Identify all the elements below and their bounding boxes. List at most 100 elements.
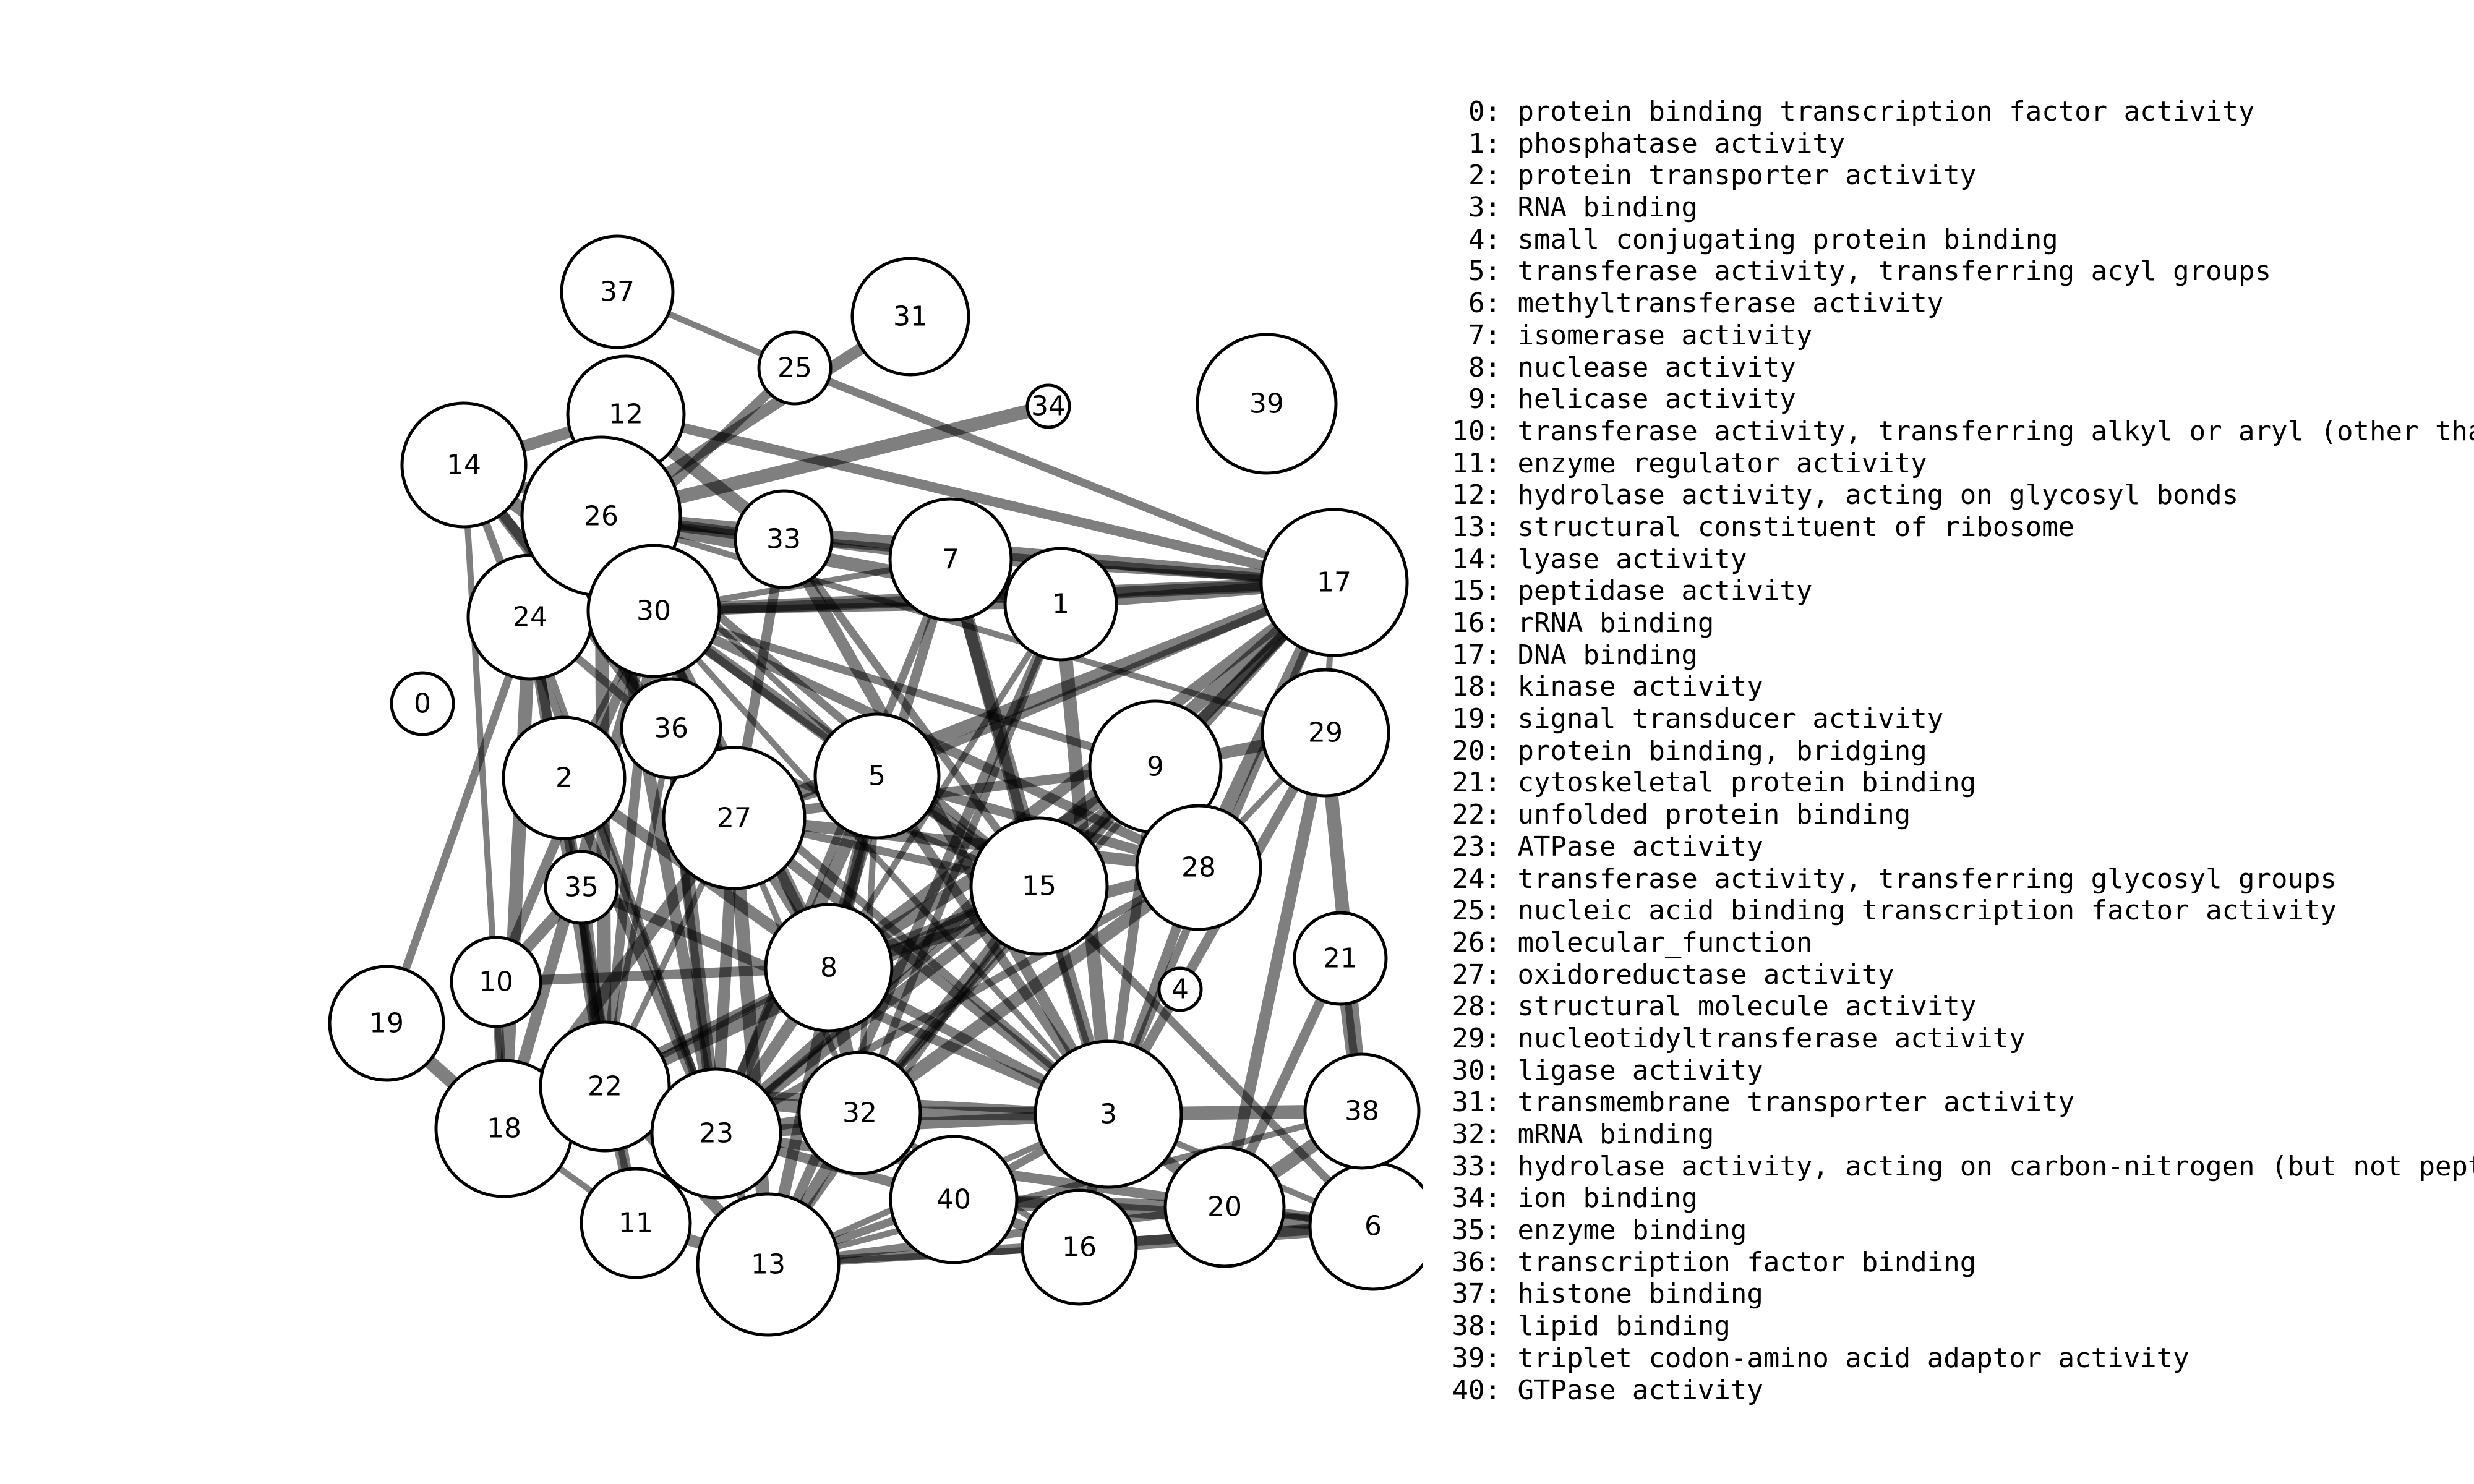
node-22: 22 bbox=[539, 1020, 671, 1153]
legend-number: 23: bbox=[1452, 830, 1501, 863]
node-label-13: 13 bbox=[751, 1249, 785, 1281]
legend-number: 40: bbox=[1452, 1374, 1501, 1406]
legend-item-7: 7: isomerase activity bbox=[1423, 320, 2474, 352]
legend-item-12: 12: hydrolase activity, acting on glycos… bbox=[1423, 479, 2474, 511]
network-graph: 0123456789101112131415161718192021222324… bbox=[328, 234, 1423, 1337]
node-label-17: 17 bbox=[1317, 567, 1351, 599]
node-label-25: 25 bbox=[777, 352, 812, 384]
node-15: 15 bbox=[969, 816, 1109, 956]
node-19: 19 bbox=[328, 965, 445, 1082]
legend-number: 31: bbox=[1452, 1086, 1501, 1119]
legend-label: lyase activity bbox=[1501, 543, 1747, 575]
legend-item-23: 23: ATPase activity bbox=[1423, 831, 2474, 863]
node-label-0: 0 bbox=[414, 688, 431, 720]
legend-label: nucleic acid binding transcription facto… bbox=[1501, 895, 2337, 927]
legend-label: helicase activity bbox=[1501, 383, 1796, 416]
node-label-24: 24 bbox=[513, 602, 547, 633]
node-9: 9 bbox=[1088, 699, 1223, 834]
legend-number: 29: bbox=[1452, 1022, 1501, 1054]
legend-label: transmembrane transporter activity bbox=[1501, 1086, 2075, 1119]
legend-number: 35: bbox=[1452, 1214, 1501, 1247]
node-label-5: 5 bbox=[868, 761, 886, 792]
node-38: 38 bbox=[1303, 1052, 1421, 1170]
node-28: 28 bbox=[1135, 804, 1262, 931]
node-label-27: 27 bbox=[717, 803, 751, 834]
node-37: 37 bbox=[560, 234, 675, 349]
legend-item-1: 1: phosphatase activity bbox=[1423, 128, 2474, 160]
node-circle-15 bbox=[969, 816, 1109, 956]
node-40: 40 bbox=[889, 1135, 1019, 1264]
legend-number: 32: bbox=[1452, 1119, 1501, 1150]
legend-label: hydrolase activity, acting on carbon-nit… bbox=[1517, 1150, 2474, 1182]
legend-number: 5: bbox=[1468, 255, 1501, 288]
legend-number: 38: bbox=[1452, 1310, 1501, 1342]
legend-label: peptidase activity bbox=[1501, 575, 1813, 607]
legend-label: DNA binding bbox=[1501, 639, 1698, 671]
legend-number: 17: bbox=[1452, 639, 1501, 671]
legend-label: RNA binding bbox=[1501, 192, 1698, 224]
legend-item-39: 39: triplet codon-amino acid adaptor act… bbox=[1423, 1342, 2474, 1375]
legend-number: 16: bbox=[1452, 607, 1501, 639]
legend-item-21: 21: cytoskeletal protein binding bbox=[1423, 767, 2474, 799]
node-1: 1 bbox=[1003, 547, 1118, 662]
node-label-35: 35 bbox=[564, 872, 599, 903]
node-39: 39 bbox=[1196, 333, 1338, 475]
legend-item-16: 16: rRNA binding bbox=[1423, 607, 2474, 639]
node-circle-29 bbox=[1261, 668, 1390, 798]
legend-label: nuclease activity bbox=[1501, 351, 1796, 383]
node-8: 8 bbox=[764, 903, 894, 1033]
legend-item-24: 24: transferase activity, transferring g… bbox=[1423, 863, 2474, 895]
node-circle-8 bbox=[764, 903, 894, 1033]
node-label-34: 34 bbox=[1031, 391, 1066, 422]
legend-item-40: 40: GTPase activity bbox=[1423, 1375, 2474, 1407]
node-27: 27 bbox=[662, 746, 807, 890]
node-label-38: 38 bbox=[1345, 1096, 1379, 1127]
legend-number: 22: bbox=[1452, 799, 1501, 831]
legend-label: protein binding transcription factor act… bbox=[1501, 96, 2255, 127]
legend-number: 28: bbox=[1452, 991, 1501, 1023]
legend-number: 2: bbox=[1468, 160, 1501, 192]
node-label-14: 14 bbox=[447, 450, 481, 481]
legend-number: 8: bbox=[1468, 351, 1501, 383]
node-label-37: 37 bbox=[600, 276, 635, 308]
legend-item-6: 6: methyltransferase activity bbox=[1423, 288, 2474, 320]
edge-12-17 bbox=[621, 409, 1339, 587]
node-17: 17 bbox=[1259, 508, 1409, 657]
node-label-1: 1 bbox=[1052, 589, 1069, 620]
legend-item-19: 19: signal transducer activity bbox=[1423, 703, 2474, 735]
node-label-30: 30 bbox=[636, 595, 671, 627]
node-label-19: 19 bbox=[369, 1008, 404, 1039]
node-3: 3 bbox=[1034, 1039, 1183, 1189]
node-label-12: 12 bbox=[609, 399, 643, 430]
legend-item-36: 36: transcription factor binding bbox=[1423, 1247, 2474, 1279]
legend-item-0: 0: protein binding transcription factor … bbox=[1423, 96, 2474, 128]
edge-24-3 bbox=[526, 613, 1113, 1119]
legend-number: 20: bbox=[1452, 735, 1501, 767]
node-circle-39 bbox=[1196, 333, 1338, 475]
node-label-6: 6 bbox=[1364, 1211, 1382, 1242]
legend-item-27: 27: oxidoreductase activity bbox=[1423, 959, 2474, 991]
node-label-9: 9 bbox=[1147, 751, 1164, 783]
legend-label: rRNA binding bbox=[1501, 607, 1714, 639]
edge-25-17 bbox=[790, 364, 1338, 587]
node-circle-22 bbox=[539, 1020, 671, 1153]
node-circle-35 bbox=[544, 850, 619, 925]
node-0: 0 bbox=[390, 671, 455, 736]
legend-number: 13: bbox=[1452, 511, 1501, 543]
node-circle-11 bbox=[580, 1167, 692, 1279]
legend: 0: protein binding transcription factor … bbox=[1423, 96, 2474, 1407]
legend-label: mRNA binding bbox=[1501, 1119, 1714, 1150]
node-label-29: 29 bbox=[1308, 717, 1343, 749]
legend-label: transferase activity, transferring alkyl… bbox=[1517, 415, 2474, 447]
legend-label: ion binding bbox=[1501, 1182, 1698, 1214]
node-6: 6 bbox=[1308, 1161, 1423, 1291]
node-label-8: 8 bbox=[820, 952, 837, 984]
node-circle-19 bbox=[328, 965, 445, 1082]
legend-item-8: 8: nuclease activity bbox=[1423, 352, 2474, 384]
legend-number: 9: bbox=[1468, 383, 1501, 416]
node-29: 29 bbox=[1261, 668, 1390, 798]
legend-item-14: 14: lyase activity bbox=[1423, 544, 2474, 576]
legend-label: transferase activity, transferring glyco… bbox=[1501, 863, 2337, 895]
node-circle-27 bbox=[662, 746, 807, 890]
legend-number: 24: bbox=[1452, 863, 1501, 895]
